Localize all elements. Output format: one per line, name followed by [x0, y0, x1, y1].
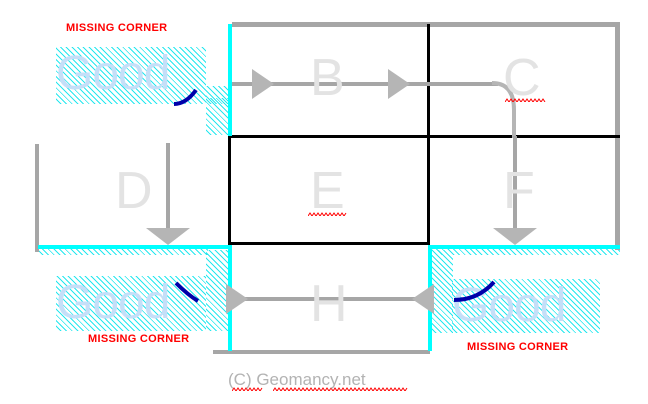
- arrow-d-shaft: [166, 143, 170, 234]
- annotation-missing-corner-bottom-left: MISSING CORNER: [88, 333, 190, 345]
- annotation-missing-corner-bottom-right: MISSING CORNER: [467, 341, 569, 353]
- wall-top: [232, 22, 620, 27]
- wall-bottom-room-bottom: [213, 350, 430, 354]
- blue-check-stroke-top-left-icon: [173, 88, 198, 106]
- spellcheck-squiggle-geomancy-2: [273, 387, 408, 391]
- spellcheck-squiggle-geomancy-1: [232, 387, 263, 391]
- missing-corner-hatch-bottom-right-inner: [431, 250, 453, 333]
- sector-label-f: F: [503, 162, 535, 220]
- missing-corner-hatch-top-left: [56, 47, 206, 104]
- sector-label-e: E: [310, 162, 345, 220]
- sector-label-d: D: [115, 162, 153, 220]
- arrowhead-b-right: [388, 69, 410, 99]
- inner-wall-bc: [427, 24, 430, 136]
- missing-boundary-bottom-right-horizontal: [430, 245, 620, 249]
- blue-check-stroke-bottom-left-icon: [174, 281, 200, 303]
- missing-edge-hatch-right: [432, 248, 620, 255]
- sector-label-c: C: [503, 49, 541, 107]
- missing-edge-hatch-topleft-strip: [206, 98, 232, 104]
- arrowhead-d-down: [146, 228, 190, 245]
- spellcheck-squiggle-e: [308, 212, 347, 216]
- wall-left-d: [35, 144, 39, 252]
- inner-wall-middle: [228, 135, 620, 138]
- sector-label-h: H: [310, 275, 348, 333]
- arrowhead-h-right: [412, 284, 434, 314]
- inner-wall-e-right: [427, 135, 430, 245]
- sector-label-b: B: [310, 49, 345, 107]
- inner-wall-e-left: [228, 135, 231, 245]
- arrowhead-b-left: [252, 69, 274, 99]
- copyright-notice: (C) Geomancy.net: [228, 370, 366, 389]
- blue-check-stroke-bottom-right-icon: [453, 280, 496, 302]
- arrowhead-f-down: [493, 228, 537, 245]
- spellcheck-squiggle-c: [505, 98, 546, 102]
- good-watermark-bottom-right: Good: [452, 279, 566, 332]
- arrow-c-curve-icon: [492, 81, 516, 138]
- arrow-f-shaft: [513, 136, 517, 234]
- missing-corner-hatch-bottom-right: [452, 279, 600, 333]
- missing-boundary-bottom-left-horizontal: [38, 245, 232, 249]
- arrow-c-shaft: [428, 82, 498, 86]
- good-watermark-bottom-left: Good: [56, 276, 170, 329]
- good-watermark-top-left: Good: [56, 47, 170, 100]
- arrowhead-h-left: [226, 284, 248, 314]
- missing-corner-hatch-top-left-inner: [206, 86, 232, 135]
- missing-edge-hatch-left: [38, 248, 208, 255]
- annotation-missing-corner-top-left: MISSING CORNER: [66, 22, 168, 34]
- arrow-b-shaft: [232, 82, 428, 86]
- inner-wall-e-bottom: [228, 242, 430, 245]
- missing-boundary-top-left-vertical: [228, 24, 232, 136]
- arrow-h-shaft: [232, 297, 428, 301]
